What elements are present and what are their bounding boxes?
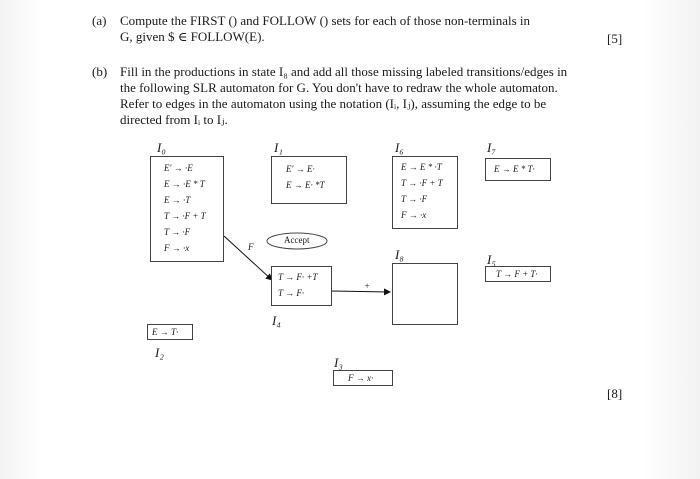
- part-b-question: Fill in the productions in state I₈ and …: [120, 64, 567, 128]
- state-i5: T → F + T·: [485, 266, 551, 282]
- part-a-marks: [5]: [607, 31, 623, 46]
- item: T → ·F: [401, 194, 428, 204]
- state-label-i7: I₇: [487, 140, 496, 155]
- part-a-line-1: Compute the FIRST () and FOLLOW () sets …: [120, 13, 531, 28]
- state-i4: T → F· +T T → F·: [271, 266, 332, 306]
- item: E → ·T: [164, 195, 191, 205]
- item: F → ·x: [401, 210, 427, 220]
- state-label-i1: I₁: [274, 140, 283, 155]
- part-b-line-4: directed from Iᵢ to Iⱼ.: [120, 112, 228, 127]
- part-b-line-2: the following SLR automaton for G. You d…: [120, 80, 558, 95]
- part-b-marks: [8]: [607, 386, 623, 401]
- part-a-question: Compute the FIRST () and FOLLOW () sets …: [120, 13, 530, 45]
- item: E → ·E * T: [164, 179, 205, 189]
- part-a-line-2: G, given $ ∈ FOLLOW(E).: [120, 29, 265, 44]
- state-i0: E′ → ·E E → ·E * T E → ·T T → ·F + T T →…: [150, 156, 224, 262]
- state-label-i8: I₈: [395, 247, 404, 262]
- item: E → E * ·T: [401, 162, 442, 172]
- accept-label: Accept: [284, 235, 310, 245]
- item: T → F·: [278, 288, 305, 298]
- state-i3: F → x·: [333, 370, 393, 386]
- item: T → ·F: [164, 227, 191, 237]
- item: E′ → ·E: [164, 163, 193, 173]
- state-label-i3: I₃: [334, 355, 343, 370]
- item: E → E * T·: [494, 164, 535, 174]
- state-label-i5: I₅: [487, 252, 496, 267]
- state-label-i6: I₆: [395, 140, 404, 155]
- item: T → F· +T: [278, 272, 318, 282]
- item: E → E· *T: [286, 180, 325, 190]
- edge-i4-i8: [331, 288, 391, 296]
- state-label-i0: I₀: [157, 140, 166, 155]
- part-b-line-3: Refer to edges in the automaton using th…: [120, 96, 547, 111]
- edge-label-plus: +: [364, 281, 371, 291]
- part-b-label: (b): [92, 64, 108, 79]
- state-label-i4: I₄: [272, 313, 281, 328]
- edge-i0-i4: [223, 235, 273, 281]
- part-a-label: (a): [92, 13, 107, 28]
- state-i7: E → E * T·: [485, 158, 551, 181]
- item: T → F + T·: [496, 269, 538, 279]
- item: T → ·F + T: [164, 211, 206, 221]
- item: F → ·x: [164, 243, 190, 253]
- item: F → x·: [348, 373, 374, 383]
- part-b-line-1: Fill in the productions in state I₈ and …: [120, 64, 568, 79]
- state-i8: [392, 263, 458, 325]
- state-label-i2: I₂: [155, 345, 164, 360]
- state-i2: E → T·: [147, 324, 193, 340]
- state-i1: E′ → E· E → E· *T: [271, 156, 347, 204]
- state-i6: E → E * ·T T → ·F + T T → ·F F → ·x: [392, 156, 458, 229]
- item: E′ → E·: [286, 164, 315, 174]
- accept-node: [266, 232, 328, 250]
- item: E → T·: [152, 327, 179, 337]
- edge-label-f: F: [248, 242, 254, 252]
- item: T → ·F + T: [401, 178, 443, 188]
